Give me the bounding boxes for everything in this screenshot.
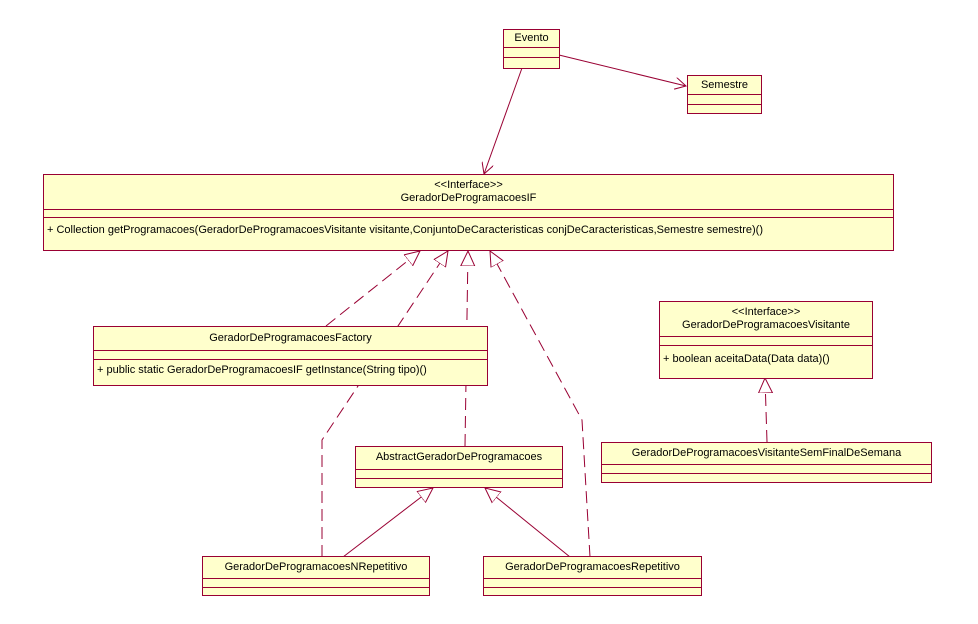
class-name: Evento	[504, 30, 559, 48]
interface-gerador-de-programacoes-if[interactable]: <<Interface>> GeradorDeProgramacoesIF + …	[43, 174, 894, 251]
operations-compartment: + boolean aceitaData(Data data)()	[660, 346, 872, 368]
class-evento[interactable]: Evento	[503, 29, 560, 69]
class-gerador-de-programacoes-visitante-sem-final-de-semana[interactable]: GeradorDeProgramacoesVisitanteSemFinalDe…	[601, 442, 932, 483]
class-name: Semestre	[688, 76, 761, 95]
class-header: <<Interface>> GeradorDeProgramacoesIF	[44, 175, 893, 210]
class-abstract-gerador-de-programacoes[interactable]: AbstractGeradorDeProgramacoes	[355, 446, 563, 488]
operations-compartment: + public static GeradorDeProgramacoesIF …	[94, 360, 487, 379]
attributes-compartment	[44, 210, 893, 218]
class-name: GeradorDeProgramacoesFactory	[94, 327, 487, 351]
realize-repetitivo-geradorif	[490, 251, 591, 558]
class-header: <<Interface>> GeradorDeProgramacoesVisit…	[660, 302, 872, 337]
stereotype: <<Interface>>	[434, 179, 503, 191]
interface-gerador-de-programacoes-visitante[interactable]: <<Interface>> GeradorDeProgramacoesVisit…	[659, 301, 873, 379]
attributes-compartment	[660, 337, 872, 346]
class-name: GeradorDeProgramacoesVisitanteSemFinalDe…	[602, 443, 931, 465]
attributes-compartment	[504, 48, 559, 58]
attributes-compartment	[484, 579, 701, 588]
class-name: GeradorDeProgramacoesVisitante	[682, 319, 850, 331]
attributes-compartment	[94, 351, 487, 360]
generalize-nrepetitivo-abstract	[342, 488, 433, 558]
class-semestre[interactable]: Semestre	[687, 75, 762, 114]
class-name: AbstractGeradorDeProgramacoes	[356, 447, 562, 470]
realize-factory-geradorif	[325, 251, 420, 327]
attributes-compartment	[203, 579, 429, 588]
class-gerador-de-programacoes-n-repetitivo[interactable]: GeradorDeProgramacoesNRepetitivo	[202, 556, 430, 596]
attributes-compartment	[688, 95, 761, 105]
class-gerador-de-programacoes-factory[interactable]: GeradorDeProgramacoesFactory + public st…	[93, 326, 488, 386]
operation: + public static GeradorDeProgramacoesIF …	[97, 364, 427, 376]
assoc-evento-semestre	[558, 54, 686, 86]
class-name: GeradorDeProgramacoesRepetitivo	[484, 557, 701, 579]
class-gerador-de-programacoes-repetitivo[interactable]: GeradorDeProgramacoesRepetitivo	[483, 556, 702, 596]
class-name: GeradorDeProgramacoesIF	[400, 192, 537, 204]
operation: + Collection getProgramacoes(GeradorDePr…	[47, 224, 764, 236]
attributes-compartment	[602, 465, 931, 474]
operations-compartment: + Collection getProgramacoes(GeradorDePr…	[44, 218, 893, 239]
operation: + boolean aceitaData(Data data)()	[663, 353, 830, 365]
generalize-repetitivo-abstract	[485, 488, 571, 558]
realize-nrepetitivo-geradorif	[321, 251, 448, 557]
attributes-compartment	[356, 470, 562, 479]
stereotype: <<Interface>>	[731, 306, 801, 318]
assoc-evento-geradorif	[484, 67, 523, 174]
realize-visitantesfs-visitante	[765, 378, 767, 443]
class-name: GeradorDeProgramacoesNRepetitivo	[203, 557, 429, 579]
